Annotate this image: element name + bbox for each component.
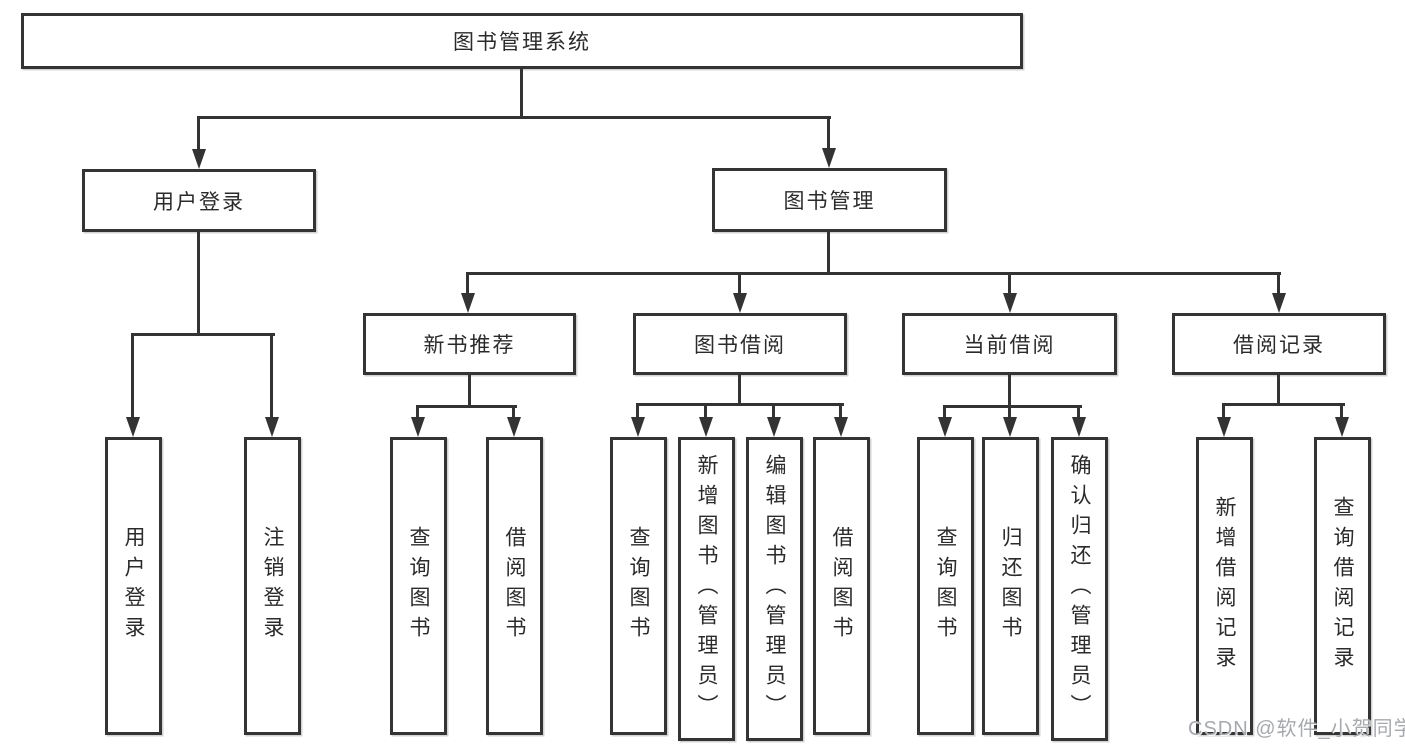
- csdn-watermark: CSDN @软件_小贺同学: [1188, 718, 1405, 740]
- connector-line: [772, 403, 775, 420]
- node-book-borrow: 图书借阅: [633, 313, 847, 375]
- leaf-add-book-admin: 新增图书（管理员）: [678, 437, 735, 741]
- leaf-add-borrow-record: 新增借阅记录: [1196, 437, 1253, 735]
- connector-line: [636, 403, 639, 420]
- arrow-down-icon: [461, 293, 475, 313]
- arrow-down-icon: [192, 149, 206, 169]
- arrow-down-icon: [1272, 293, 1286, 313]
- connector-line: [131, 333, 275, 336]
- connector-line: [1077, 405, 1080, 420]
- node-borrow-records: 借阅记录: [1172, 313, 1386, 375]
- arrow-down-icon: [938, 417, 952, 437]
- leaf-user-login: 用户登录: [105, 437, 162, 735]
- node-current-borrow: 当前借阅: [902, 313, 1117, 375]
- arrow-down-icon: [767, 417, 781, 437]
- connector-line: [1277, 375, 1280, 406]
- arrow-down-icon: [265, 417, 279, 437]
- leaf-edit-book-admin: 编辑图书（管理员）: [746, 437, 803, 741]
- connector-line: [839, 403, 842, 420]
- connector-line: [197, 116, 831, 119]
- connector-line: [1222, 403, 1225, 420]
- arrow-down-icon: [411, 417, 425, 437]
- connector-line: [1008, 375, 1011, 408]
- arrow-down-icon: [126, 417, 140, 437]
- leaf-logout: 注销登录: [244, 437, 301, 735]
- node-new-book-recommend: 新书推荐: [363, 313, 576, 375]
- arrow-down-icon: [1217, 417, 1231, 437]
- node-book-management: 图书管理: [712, 168, 947, 232]
- connector-line: [270, 333, 273, 421]
- connector-line: [197, 116, 200, 152]
- connector-line: [827, 116, 830, 151]
- leaf-confirm-return-admin: 确认归还（管理员）: [1051, 437, 1108, 741]
- node-user-login: 用户登录: [82, 169, 316, 232]
- connector-line: [1222, 403, 1345, 406]
- connector-line: [943, 405, 1082, 408]
- arrow-down-icon: [733, 293, 747, 313]
- connector-line: [131, 333, 134, 421]
- arrow-down-icon: [834, 417, 848, 437]
- arrow-down-icon: [1072, 417, 1086, 437]
- leaf-query-book-current: 查询图书: [917, 437, 974, 735]
- connector-line: [197, 232, 200, 336]
- connector-line: [512, 405, 515, 420]
- connector-line: [636, 403, 844, 406]
- connector-line: [468, 375, 471, 408]
- connector-line: [466, 272, 1281, 275]
- node-root: 图书管理系统: [21, 13, 1023, 69]
- leaf-borrow-book-recommend: 借阅图书: [486, 437, 543, 735]
- arrow-down-icon: [1335, 417, 1349, 437]
- connector-line: [466, 272, 469, 295]
- leaf-query-book-borrow: 查询图书: [610, 437, 667, 735]
- connector-line: [520, 69, 523, 119]
- leaf-query-book-recommend: 查询图书: [390, 437, 447, 735]
- connector-line: [1008, 405, 1011, 420]
- connector-line: [416, 405, 517, 408]
- connector-line: [1277, 272, 1280, 295]
- connector-line: [1340, 403, 1343, 420]
- arrow-down-icon: [1003, 417, 1017, 437]
- arrow-down-icon: [822, 148, 836, 168]
- arrow-down-icon: [507, 417, 521, 437]
- connector-line: [1008, 272, 1011, 295]
- arrow-down-icon: [1003, 293, 1017, 313]
- arrow-down-icon: [699, 417, 713, 437]
- connector-line: [738, 375, 741, 406]
- connector-line: [704, 403, 707, 420]
- connector-line: [827, 232, 830, 275]
- leaf-query-borrow-record: 查询借阅记录: [1314, 437, 1371, 735]
- connector-line: [416, 405, 419, 420]
- leaf-return-book: 归还图书: [982, 437, 1039, 735]
- arrow-down-icon: [631, 417, 645, 437]
- connector-line: [738, 272, 741, 295]
- connector-line: [943, 405, 946, 420]
- leaf-borrow-book: 借阅图书: [813, 437, 870, 735]
